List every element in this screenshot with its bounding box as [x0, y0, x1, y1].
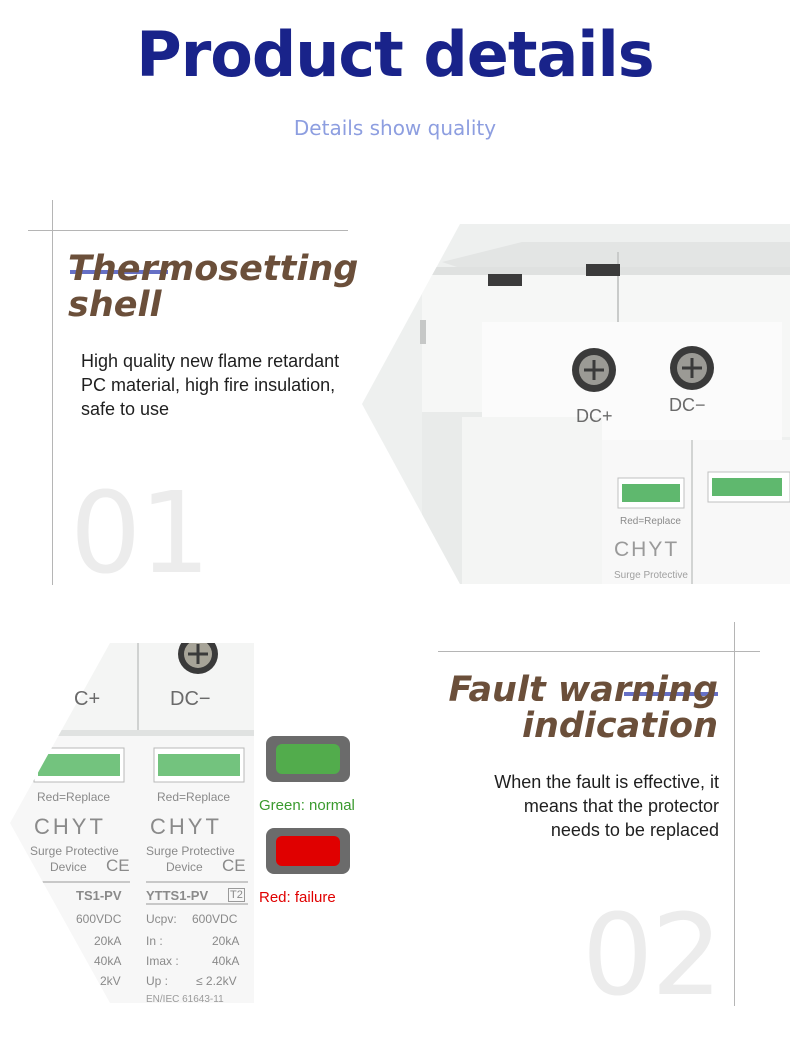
section1-description-line: safe to use [81, 399, 170, 419]
section1-vertical-rule [52, 200, 53, 585]
section2-vertical-rule [734, 622, 735, 1006]
device-text-left: Surge Protective [30, 844, 119, 858]
section1-number: 01 [70, 469, 211, 599]
section2-heading-underline [624, 692, 718, 696]
spec-value: ≤ 2.2kV [196, 974, 237, 988]
page-title: Product details [136, 18, 654, 91]
model-label-right: YTTS1-PV [146, 888, 209, 903]
product-photo-front-panel [10, 643, 430, 1003]
spec-value-partial: 40kA [94, 954, 122, 968]
section1-heading-line2: shell [68, 285, 162, 325]
section1-horizontal-rule [28, 230, 348, 231]
ce-mark-right: CE [222, 856, 246, 875]
section2-heading: Fault warning indication [420, 672, 718, 744]
spec-key: Imax : [146, 954, 179, 968]
brand-logo: CHYT [614, 538, 680, 561]
indicator-label-green: Green: normal [259, 797, 355, 814]
device-text: Surge Protective [614, 570, 688, 581]
device-text-right: Surge Protective [146, 844, 235, 858]
section2-description-line: When the fault is effective, it [494, 772, 719, 792]
spec-key: Up : [146, 974, 169, 988]
terminal-label-dc-plus: DC+ [576, 406, 613, 426]
device-text-right-2: Device [166, 860, 203, 874]
section2-description-line: means that the protector [523, 796, 719, 816]
spec-key: In : [146, 934, 163, 948]
terminal-label-dc-plus: C+ [74, 688, 101, 710]
section1-description: High quality new flame retardant PC mate… [81, 349, 339, 421]
page-subtitle: Details show quality [293, 116, 497, 140]
window-label-right: Red=Replace [157, 790, 231, 804]
ce-mark-left: CE [106, 856, 130, 875]
section1-description-line: High quality new flame retardant [81, 351, 340, 371]
section1-heading-underline [70, 270, 168, 274]
section2-heading-line1: Fault warning [448, 670, 718, 710]
terminal-label-dc-minus: DC− [669, 395, 706, 415]
terminal-label-dc-minus: DC− [170, 688, 211, 710]
indicator-label-red: Red: failure [259, 889, 336, 906]
type-badge: T2 [228, 888, 245, 902]
product-photo-top-terminals [362, 224, 790, 584]
section2-horizontal-rule [438, 651, 760, 652]
device-text-left-2: Device [50, 860, 87, 874]
spec-value-partial: 2kV [100, 974, 121, 988]
spec-value: 20kA [212, 934, 240, 948]
section1-description-line: PC material, high fire insulation, [81, 375, 336, 395]
section1-heading-line1: Thermosetting [68, 249, 359, 289]
standard-label: EN/IEC 61643-11 [146, 994, 224, 1005]
window-label: Red=Replace [620, 516, 681, 527]
section1-heading: Thermosetting shell [68, 251, 358, 323]
spec-value: 40kA [212, 954, 240, 968]
spec-value-partial: 20kA [94, 934, 122, 948]
section2-number: 02 [582, 891, 723, 1021]
window-label-left: Red=Replace [37, 790, 111, 804]
spec-value-partial: 600VDC [76, 912, 122, 926]
spec-key: Ucpv: [146, 912, 177, 926]
section2-heading-line2: indication [521, 706, 718, 746]
brand-logo-right: CHYT [150, 814, 222, 839]
brand-logo-left: CHYT [34, 814, 106, 839]
section2-description: When the fault is effective, it means th… [420, 770, 719, 842]
section2-description-line: needs to be replaced [550, 820, 719, 840]
spec-value: 600VDC [192, 912, 238, 926]
model-label-left: TS1-PV [76, 888, 122, 903]
